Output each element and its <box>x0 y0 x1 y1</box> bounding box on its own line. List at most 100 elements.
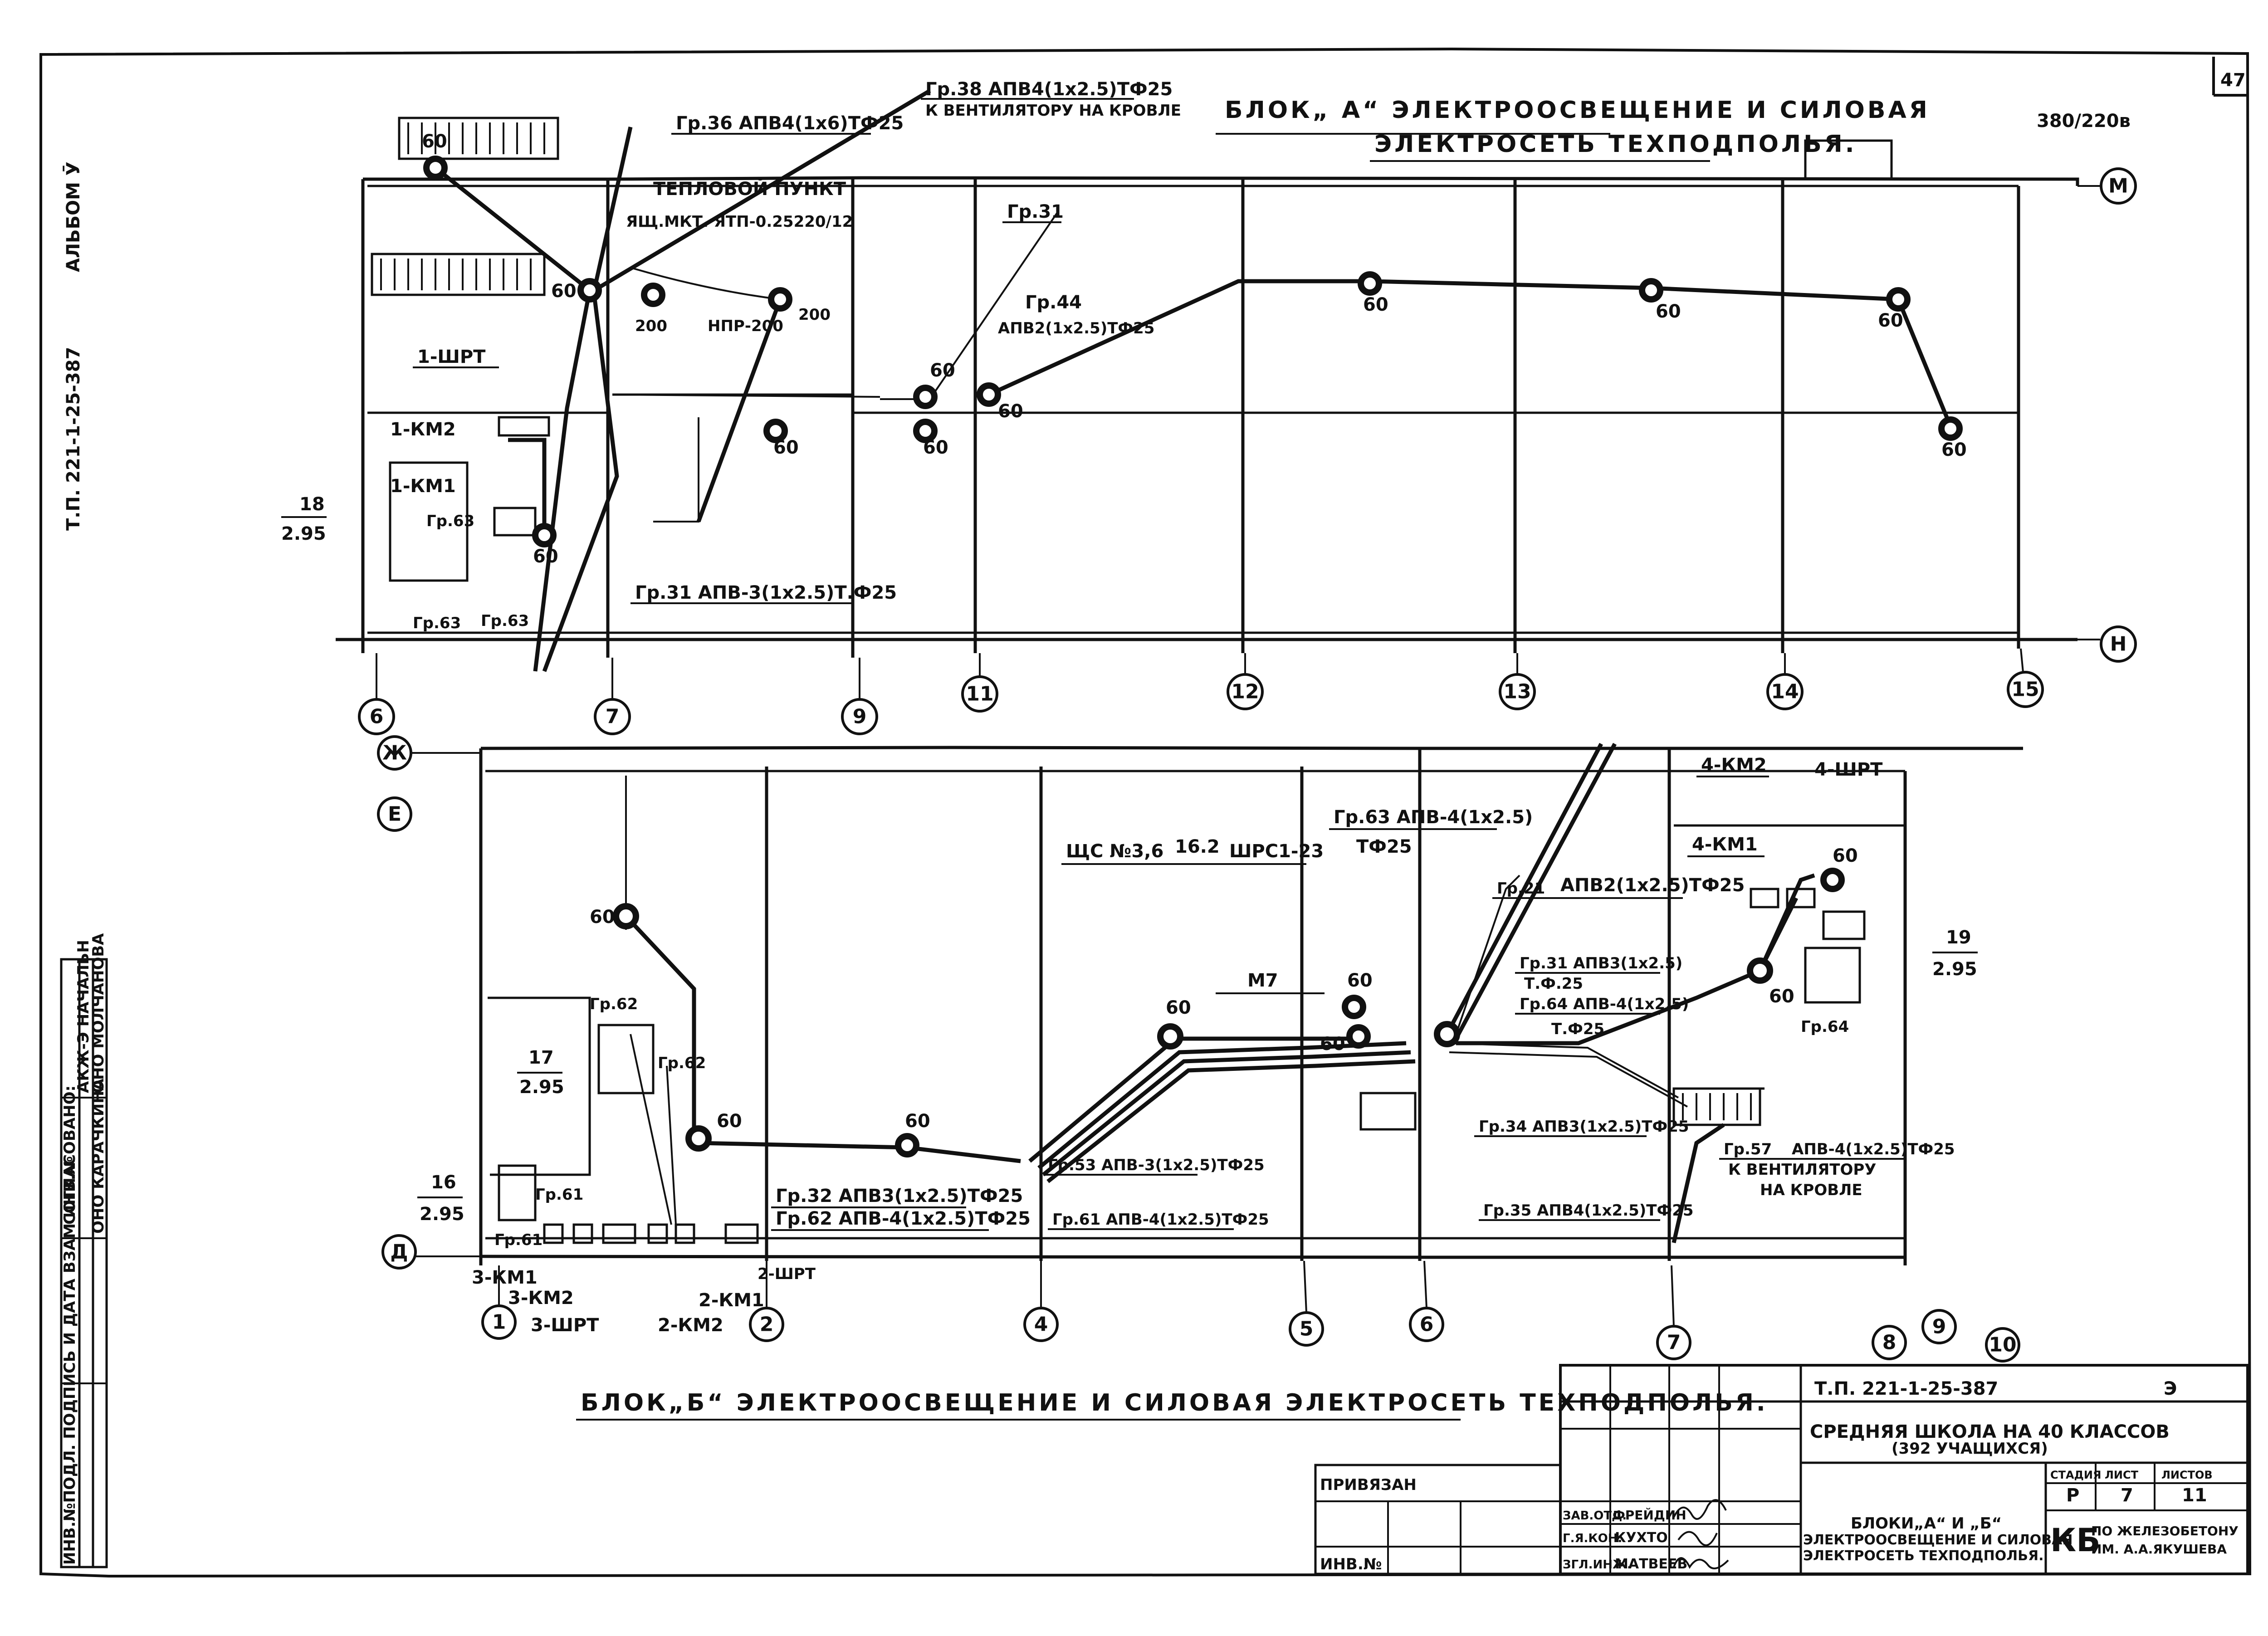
stamp-sheet-h: ЛИСТ <box>2105 1469 2139 1481</box>
side-project-code: Т.П. 221-1-25-387 <box>63 347 84 531</box>
block-b-title: БЛОК„Б“ ЭЛЕКТРООСВЕЩЕНИЕ И СИЛОВАЯ ЭЛЕКТ… <box>581 1389 1768 1416</box>
block-a-lamps <box>423 156 1963 547</box>
lamp <box>1434 1021 1460 1047</box>
label-shrt4: 4-ШРТ <box>1814 759 1883 780</box>
svg-text:7: 7 <box>606 705 620 728</box>
lamp <box>1342 995 1366 1019</box>
label-shch: ЩС №3,6 <box>1066 841 1163 862</box>
svg-text:5: 5 <box>1300 1318 1314 1341</box>
svg-text:4: 4 <box>1034 1313 1048 1336</box>
approval-inv: ИНВ.№ПОДЛ. ПОДПИСЬ И ДАТА ВЗАМ ИНВ.№ <box>61 1156 79 1565</box>
lamp <box>1938 416 1963 441</box>
label-gr57-roof: НА КРОВЛЕ <box>1760 1181 1862 1199</box>
lamp <box>532 523 557 547</box>
axis-marker: Ж <box>377 735 412 771</box>
label-shrt3: 3-ШРТ <box>531 1315 599 1336</box>
lamp <box>1157 1023 1183 1050</box>
svg-text:М: М <box>2108 175 2128 198</box>
label-heat-point: ТЕПЛОВОЙ ПУНКТ <box>653 178 846 200</box>
label-gr32: Гр.32 АПВ3(1х2.5)ТФ25 <box>776 1186 1023 1206</box>
frac-18-den: 2.95 <box>281 523 326 544</box>
stamp-code: Т.П. 221-1-25-387 <box>1814 1378 1998 1399</box>
stamp-desc-3: ЭЛЕКТРОСЕТЬ ТЕХПОДПОЛЬЯ. <box>1803 1548 2044 1564</box>
block-a-axes: 6 7 9 11 12 13 14 15 М Н <box>358 167 2137 735</box>
label-shrt1: 1-ШРТ <box>417 347 486 367</box>
approval-row-2: ОНО МОЛЧАНОВА <box>89 933 108 1093</box>
svg-text:Е: Е <box>388 803 401 826</box>
stamp-r2-role: Г.Я.КОН. <box>1563 1532 1622 1545</box>
sheet-frame <box>39 47 2252 1578</box>
stamp-privyazan: ПРИВЯЗАН <box>1320 1476 1417 1494</box>
label-gr63a: Гр.63 <box>426 512 474 530</box>
axis-marker: 2 <box>749 1307 784 1342</box>
axis-marker: 7 <box>1656 1325 1691 1360</box>
label-gr61c: Гр.61 АПВ-4(1х2.5)ТФ25 <box>1052 1211 1269 1229</box>
axis-marker: 15 <box>2007 671 2044 708</box>
stamp-r3-name: МАТВЕЕВ <box>1615 1556 1687 1572</box>
axis-marker: 9 <box>1921 1309 1957 1344</box>
lamp <box>577 278 602 303</box>
lamp-label: 60 <box>1769 986 1794 1007</box>
lamp-label: 60 <box>1656 301 1681 322</box>
approval-row-3: ОНО КАРАЧКИНА <box>89 1078 108 1234</box>
signature-2 <box>1677 1531 1718 1546</box>
axis-marker: 12 <box>1227 673 1264 710</box>
axis-marker: М <box>2100 167 2137 205</box>
label-gr31: Гр.31 АПВ3(1х2.5) <box>1520 954 1682 972</box>
svg-text:14: 14 <box>1771 680 1799 703</box>
axis-marker: 6 <box>1409 1307 1444 1342</box>
label-gr31-cable: Гр.31 АПВ-3(1х2.5)Т.Ф25 <box>635 582 897 603</box>
block-a-labels: БЛОК„ А“ ЭЛЕКТРООСВЕЩЕНИЕ И СИЛОВАЯ ЭЛЕК… <box>281 79 1927 632</box>
frac-17-den: 2.95 <box>519 1077 564 1098</box>
svg-text:12: 12 <box>1231 680 1259 703</box>
lamp <box>1820 868 1845 892</box>
label-km1-2: 2-КМ1 <box>699 1290 764 1311</box>
label-gr63b: ТФ25 <box>1356 836 1412 857</box>
label-km2-2: 2-КМ2 <box>658 1315 723 1336</box>
svg-text:9: 9 <box>1932 1315 1946 1338</box>
label-km1: 1-КМ1 <box>390 476 456 497</box>
svg-text:Д: Д <box>390 1240 408 1264</box>
lamp <box>768 287 792 312</box>
lamp-label: 60 <box>905 1111 930 1132</box>
sheet-number: 47 <box>2220 70 2246 91</box>
label-km2-4: 4-КМ2 <box>1701 755 1767 776</box>
svg-text:10: 10 <box>1989 1333 2016 1357</box>
label-npr: НПР-200 <box>708 317 783 335</box>
label-lamp200: 200 <box>635 317 667 335</box>
frac-18-num: 18 <box>299 494 325 515</box>
lamp-label: 60 <box>1878 310 1903 331</box>
axis-marker: 7 <box>594 698 631 735</box>
block-b-wiring <box>624 742 1815 1243</box>
lamp <box>423 156 448 180</box>
voltage-label: 380/220в <box>2037 111 2131 132</box>
svg-text:11: 11 <box>966 683 993 706</box>
label-gr35: Гр.35 АПВ4(1х2.5)ТФ25 <box>1483 1201 1694 1220</box>
lamp-label: 60 <box>1363 294 1388 315</box>
label-gr57: Гр.57 <box>1724 1140 1772 1158</box>
lamp <box>1639 278 1663 303</box>
stamp-sheets: 11 <box>2182 1485 2207 1506</box>
label-gr57-fan: К ВЕНТИЛЯТОРУ <box>1728 1161 1877 1179</box>
label-shch-frac: 16.2 <box>1175 836 1220 857</box>
stamp-stage-h: СТАДИЯ <box>2050 1469 2102 1481</box>
lamp-label: 60 <box>923 437 948 458</box>
block-b-labels: БЛОК„Б“ ЭЛЕКТРООСВЕЩЕНИЕ И СИЛОВАЯ ЭЛЕКТ… <box>417 755 1978 1421</box>
block-a-lamp-labels: 60 60 60 60 60 60 60 60 60 60 60 <box>422 131 1967 567</box>
svg-text:7: 7 <box>1667 1331 1681 1354</box>
lamp <box>1747 957 1773 984</box>
svg-text:1: 1 <box>492 1311 506 1334</box>
block-b-axes: 1 2 4 5 6 7 8 9 10 Ж Е Д <box>377 735 2020 1363</box>
label-gr21-cable: АПВ2(1х2.5)ТФ25 <box>1560 875 1745 896</box>
frac-16-num: 16 <box>431 1172 456 1193</box>
stamp-object: СРЕДНЯЯ ШКОЛА НА 40 КЛАССОВ <box>1810 1421 2170 1442</box>
label-gr61: Гр.61 <box>535 1186 583 1204</box>
svg-text:Ж: Ж <box>382 742 407 765</box>
block-a-title-2: ЭЛЕКТРОСЕТЬ ТЕХПОДПОЛЬЯ. <box>1374 131 1857 158</box>
lamp <box>977 382 1001 407</box>
block-b-lamps <box>613 868 1845 1157</box>
svg-text:13: 13 <box>1503 680 1531 703</box>
lamp-label: 60 <box>422 131 447 152</box>
lamp-label: 60 <box>551 281 577 302</box>
axis-marker: 4 <box>1023 1307 1059 1342</box>
